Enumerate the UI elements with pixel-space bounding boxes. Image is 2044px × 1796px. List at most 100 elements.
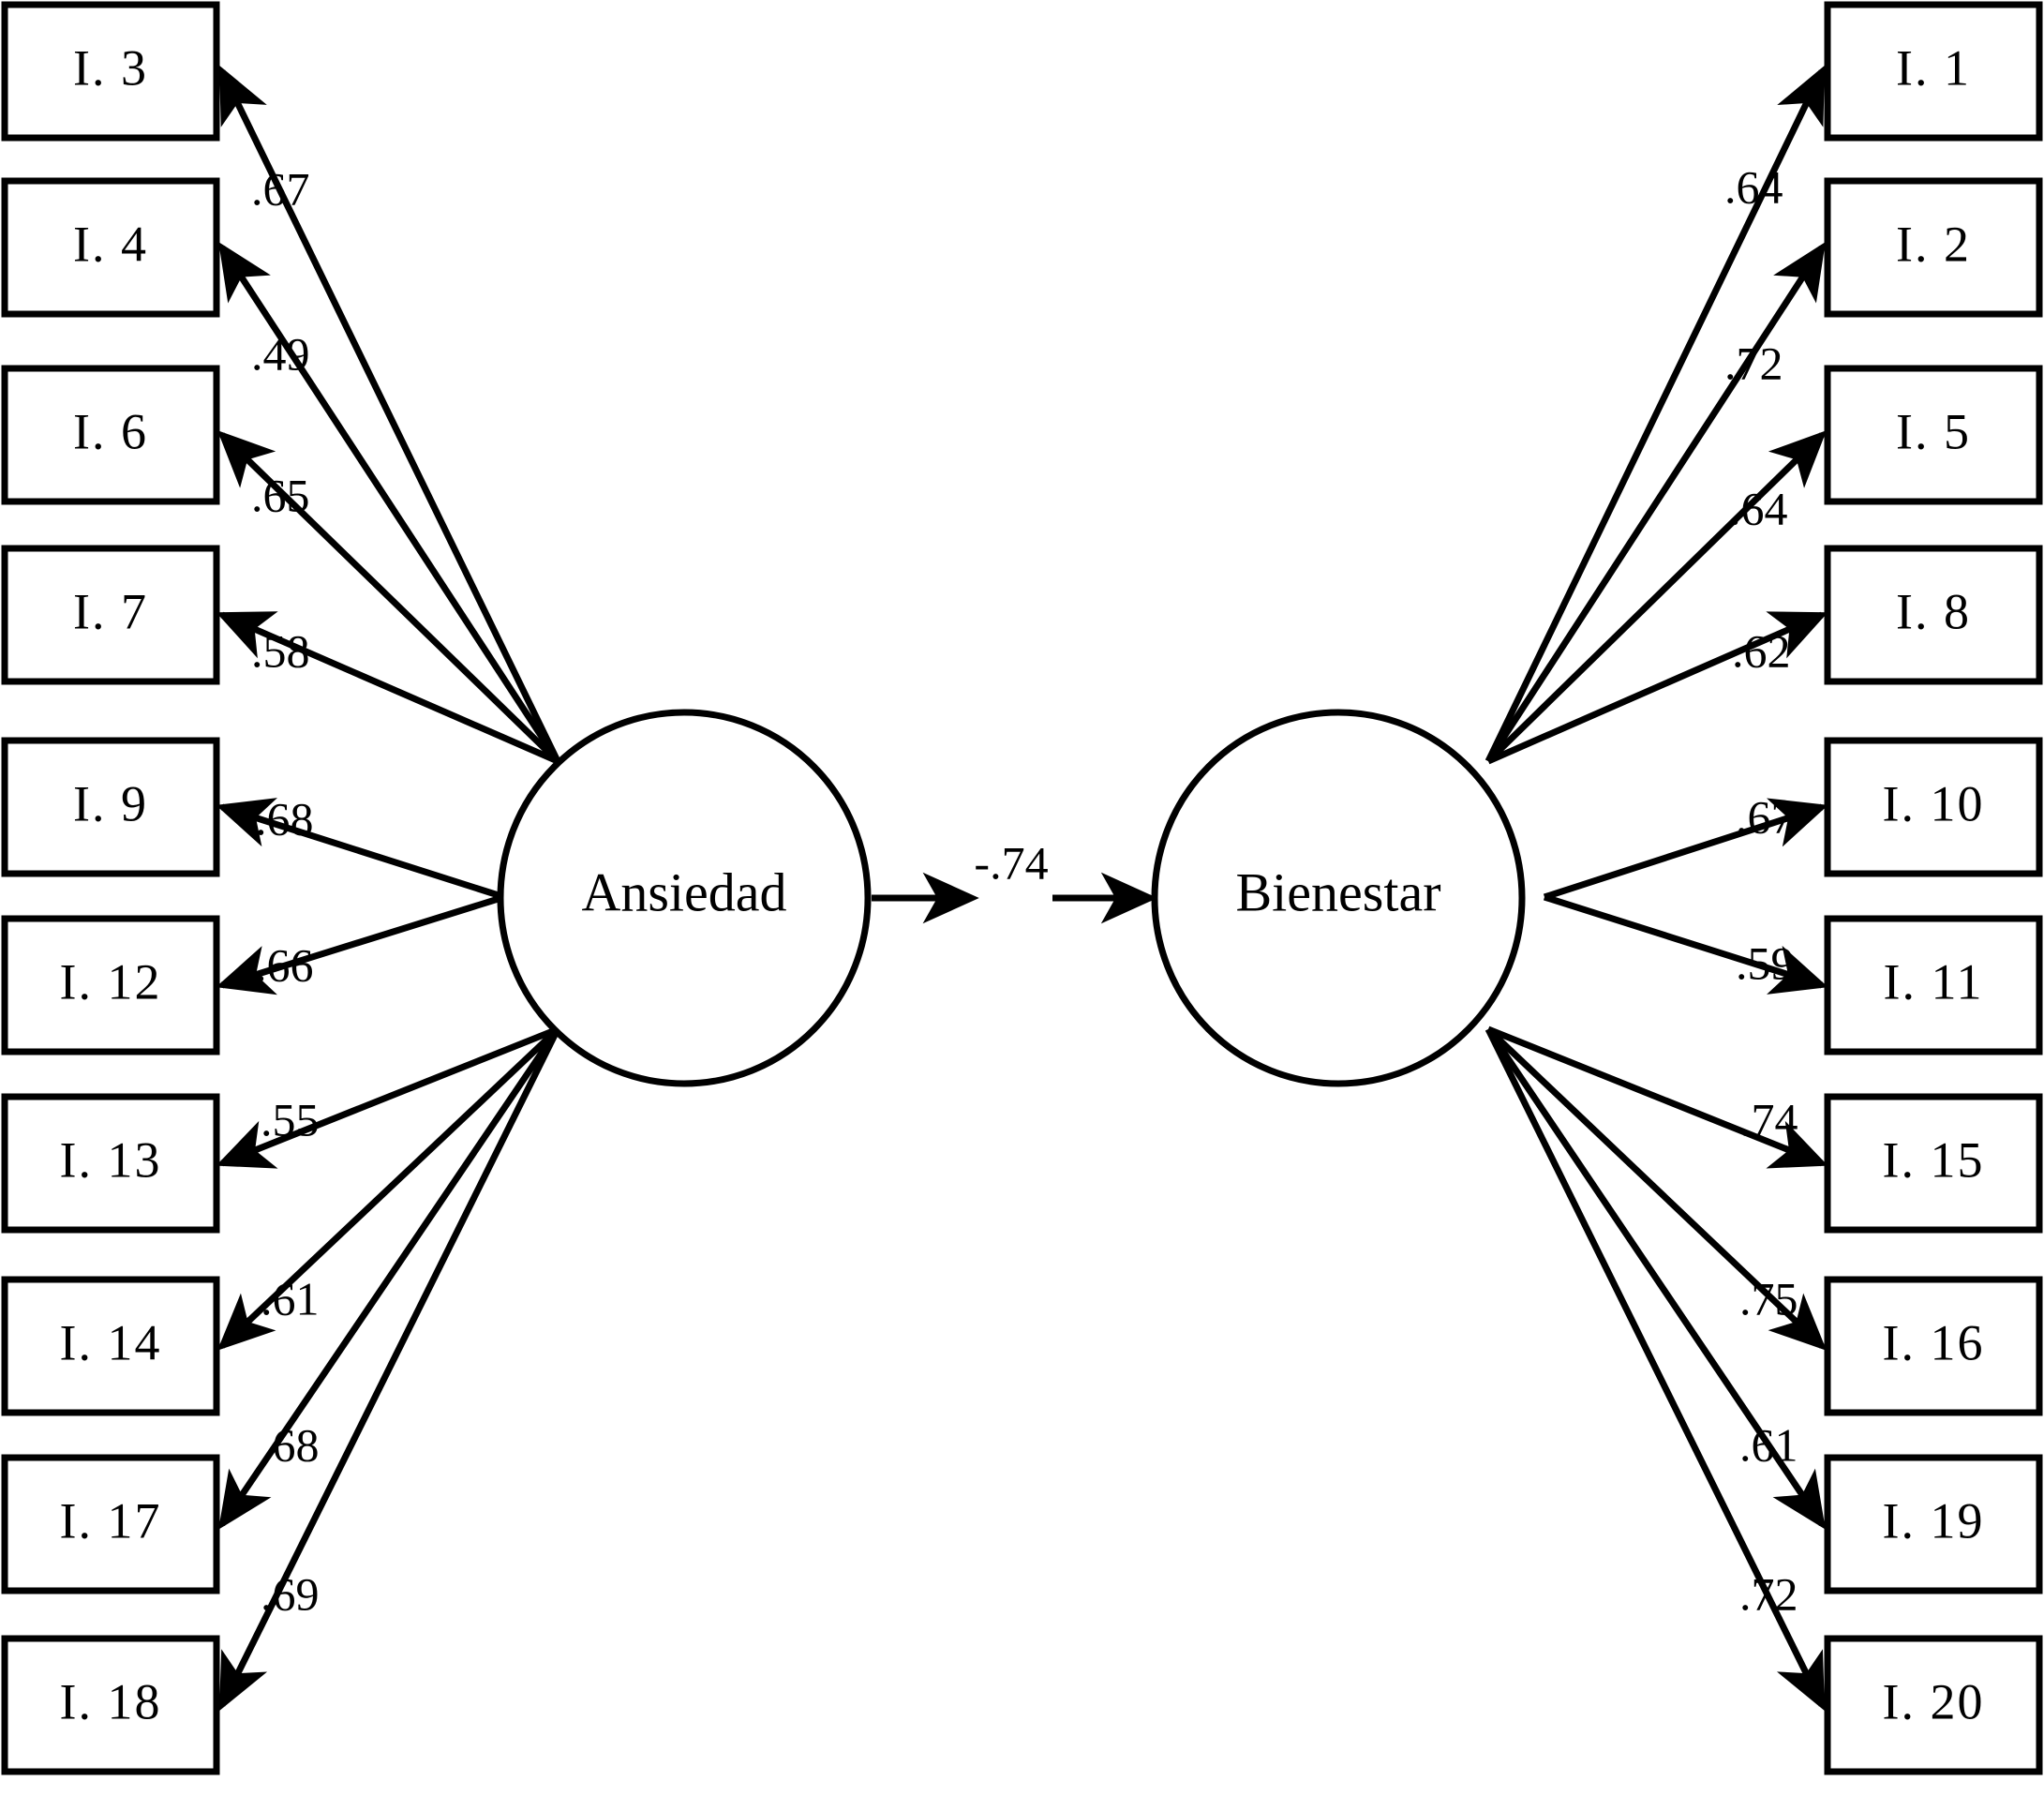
indicator-label: I. 4 [73, 216, 148, 272]
indicator-rect[interactable] [1, 1093, 220, 1234]
indicator-label: I. 13 [60, 1131, 162, 1188]
indicator-rect[interactable] [1824, 737, 2043, 877]
loading-arrow [218, 242, 560, 763]
indicator-label: I. 7 [73, 583, 148, 639]
indicator-rect[interactable] [1, 1454, 220, 1594]
indicator-label: I. 5 [1896, 403, 1971, 459]
indicator-label: I. 1 [1896, 39, 1971, 96]
indicator-box[interactable]: I. 9 [1, 737, 220, 877]
latent-factor-ansiedad[interactable] [497, 709, 872, 1087]
indicator-rect[interactable] [1, 365, 220, 505]
indicator-rect[interactable] [1824, 1276, 2043, 1416]
loading-coefficient: .55 [261, 1093, 320, 1145]
indicator-box[interactable]: I. 6 [1, 365, 220, 505]
indicator-label: I. 17 [60, 1492, 162, 1549]
latent-factor-ansiedad-label: Ansiedad [581, 861, 786, 922]
loading-arrow [218, 65, 561, 763]
indicator-box[interactable]: I. 7 [1, 545, 220, 685]
indicator-rect[interactable] [1824, 177, 2043, 318]
loading-arrow [216, 611, 559, 765]
indicator-label: I. 10 [1883, 775, 1985, 831]
indicator-label: I. 14 [60, 1314, 162, 1370]
loading-coefficient: .72 [1724, 337, 1783, 389]
indicator-box[interactable]: I. 15 [1824, 1093, 2043, 1234]
indicator-rect[interactable] [1824, 1454, 2043, 1594]
indicator-box[interactable]: I. 13 [1, 1093, 220, 1234]
indicator-box[interactable]: I. 20 [1824, 1635, 2043, 1775]
loading-coefficient: .75 [1739, 1272, 1798, 1325]
right-loading-paths [1485, 65, 1828, 1712]
loading-coefficient: .61 [1739, 1418, 1798, 1471]
loading-arrow [1485, 242, 1826, 763]
loading-coefficient: .72 [1739, 1567, 1798, 1620]
indicator-box[interactable]: I. 11 [1824, 915, 2043, 1055]
indicator-box[interactable]: I. 3 [1, 1, 220, 142]
loading-coefficient: .68 [261, 1418, 320, 1471]
indicator-label: I. 16 [1883, 1314, 1985, 1370]
indicator-rect[interactable] [1, 1635, 220, 1775]
indicator-label: I. 19 [1883, 1492, 1985, 1549]
indicator-box[interactable]: I. 8 [1824, 545, 2043, 685]
loading-arrow [1485, 1027, 1826, 1712]
right-loading-labels: .64.72.64.62.67.59.74.75.61.72 [1724, 160, 1798, 1620]
indicator-box[interactable]: I. 19 [1824, 1454, 2043, 1594]
loading-coefficient: .64 [1724, 160, 1783, 213]
indicator-rect[interactable] [1, 545, 220, 685]
indicator-label: I. 3 [73, 39, 148, 96]
loading-arrow [218, 1027, 560, 1530]
indicator-rect[interactable] [1, 1276, 220, 1416]
left-loading-labels: .67.49.65.58.68.66.55.61.68.69 [251, 162, 320, 1620]
indicator-rect[interactable] [1824, 545, 2043, 685]
indicator-box[interactable]: I. 16 [1824, 1276, 2043, 1416]
latent-factor-bienestar-label: Bienestar [1235, 861, 1440, 922]
right-indicator-boxes: I. 1 I. 2 I. 5 I. 8 I. 10 I. 11 I. 15 I. 16 I. 1… [1824, 1, 2043, 1775]
indicator-box[interactable]: I. 1 [1824, 1, 2043, 142]
loading-coefficient: .65 [251, 469, 310, 521]
loading-arrow [216, 430, 560, 764]
indicator-label: I. 11 [1884, 953, 1984, 1010]
indicator-label: I. 2 [1896, 216, 1971, 272]
loading-coefficient: .74 [1739, 1093, 1798, 1145]
loading-coefficient: .62 [1732, 624, 1791, 677]
indicator-rect[interactable] [1, 1, 220, 142]
loading-arrow [218, 1027, 561, 1712]
left-loading-paths [216, 65, 561, 1712]
loading-arrow [1486, 1025, 1828, 1169]
loading-coefficient: .59 [1736, 936, 1795, 989]
indicator-box[interactable]: I. 4 [1, 177, 220, 318]
loading-arrow [1485, 1027, 1826, 1530]
indicator-rect[interactable] [1824, 365, 2043, 505]
indicator-rect[interactable] [1824, 1, 2043, 142]
indicator-label: I. 6 [73, 403, 148, 459]
indicator-box[interactable]: I. 17 [1, 1454, 220, 1594]
loading-arrow [216, 1026, 560, 1351]
indicator-box[interactable]: I. 12 [1, 915, 220, 1055]
indicator-box[interactable]: I. 18 [1, 1635, 220, 1775]
loading-coefficient: .68 [255, 792, 314, 845]
loading-arrow [216, 893, 506, 995]
indicator-rect[interactable] [1, 915, 220, 1055]
loading-coefficient: .58 [251, 624, 310, 677]
loading-arrow [1486, 611, 1828, 765]
indicator-rect[interactable] [1824, 915, 2043, 1055]
indicator-rect[interactable] [1824, 1093, 2043, 1234]
indicator-rect[interactable] [1, 737, 220, 877]
indicator-label: I. 9 [73, 775, 148, 831]
loading-coefficient: .61 [261, 1272, 320, 1325]
loading-coefficient: .64 [1729, 482, 1788, 534]
indicator-rect[interactable] [1824, 1635, 2043, 1775]
indicator-box[interactable]: I. 14 [1, 1276, 220, 1416]
indicator-box[interactable]: I. 5 [1824, 365, 2043, 505]
indicator-rect[interactable] [1, 177, 220, 318]
indicator-box[interactable]: I. 2 [1824, 177, 2043, 318]
indicator-label: I. 15 [1883, 1131, 1985, 1188]
loading-arrow [1543, 798, 1828, 901]
loading-arrow [216, 1025, 559, 1169]
loading-coefficient: .69 [261, 1567, 320, 1620]
indicator-label: I. 12 [60, 953, 162, 1010]
indicator-box[interactable]: I. 10 [1824, 737, 2043, 877]
loading-coefficient: .49 [251, 327, 310, 380]
loading-arrow [1543, 893, 1828, 995]
